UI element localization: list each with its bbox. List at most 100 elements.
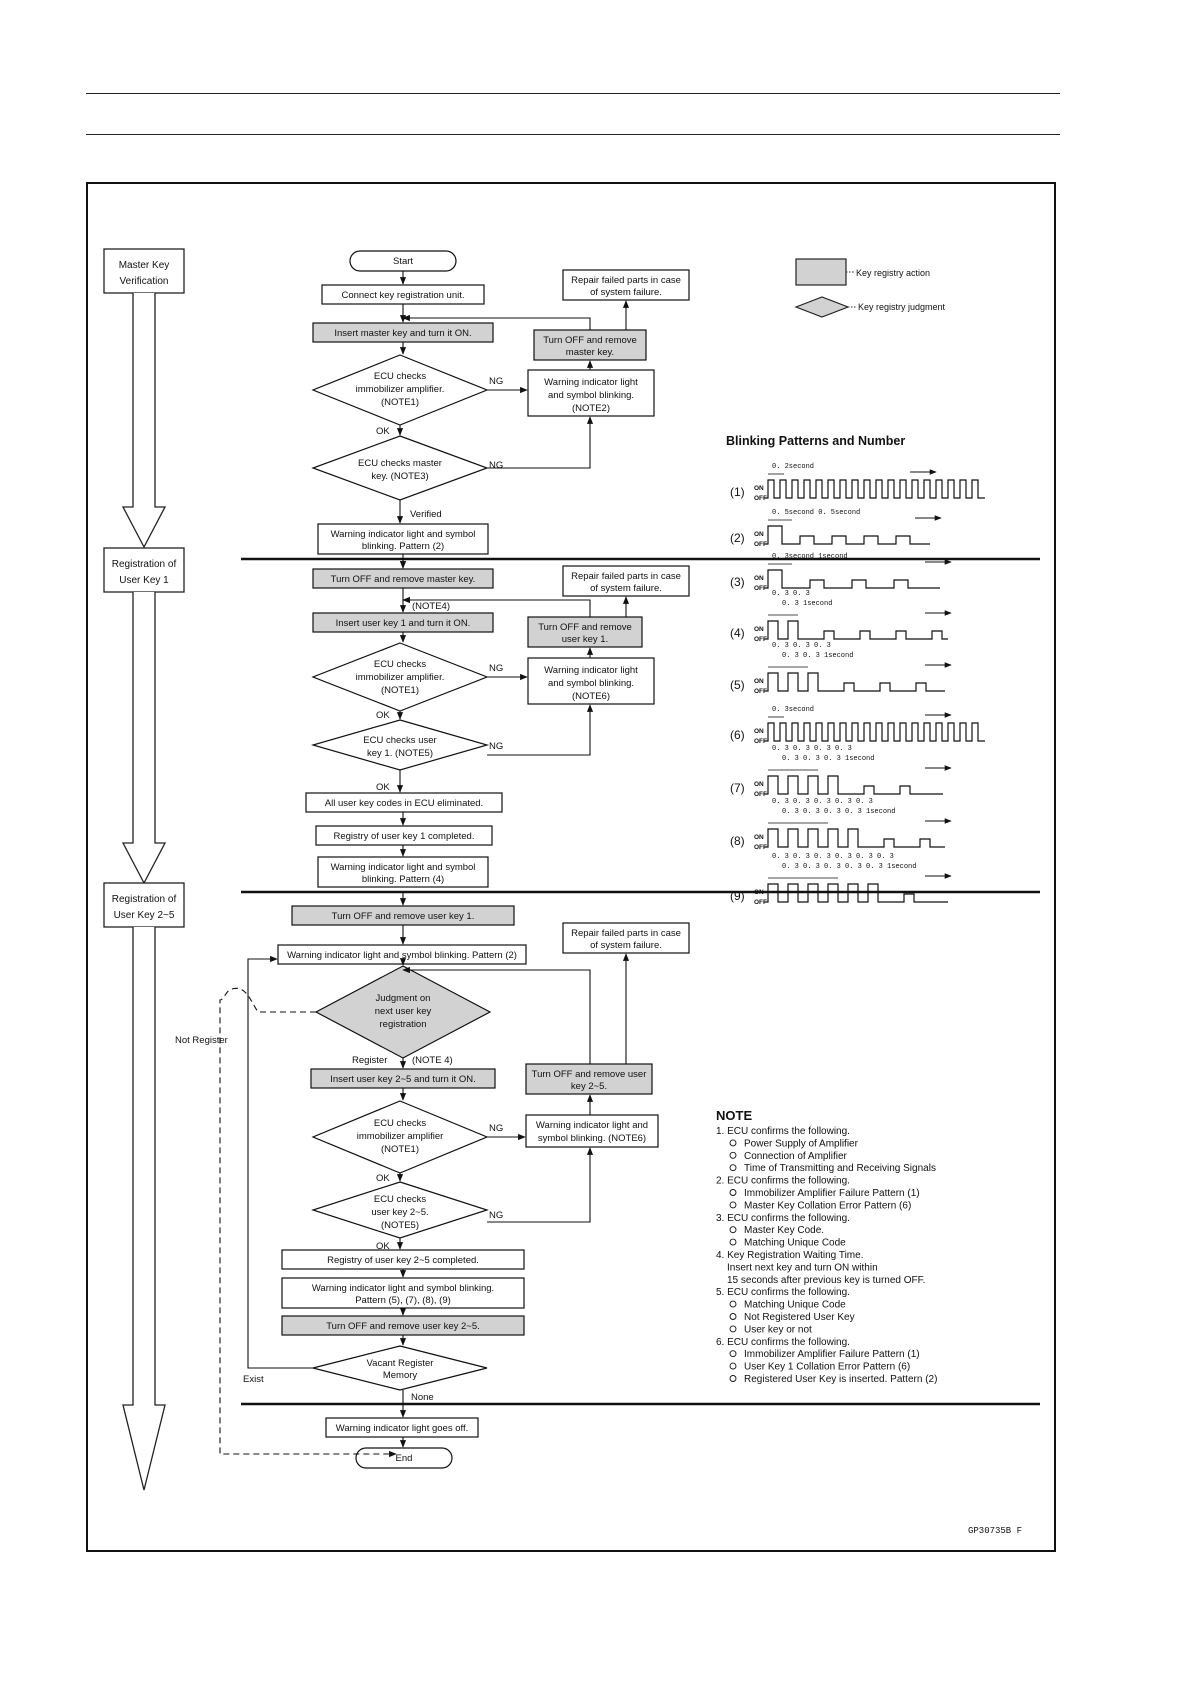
note-1-item: Power Supply of Amplifier (744, 1138, 859, 1149)
insert-user25-label: Insert user key 2~5 and turn it ON. (330, 1074, 475, 1085)
pattern-number: (5) (730, 678, 745, 692)
note-6-item: Immobilizer Amplifier Failure Pattern (1… (744, 1349, 920, 1360)
end-terminal (355, 1447, 453, 1469)
timing-label: 0. 3 0. 3 1second (782, 652, 853, 660)
waveform (764, 620, 948, 640)
connect-label: Connect key registration unit. (341, 290, 464, 301)
bullet-circle-icon (729, 1164, 737, 1172)
turn-off-user25-l2: key 2~5. (571, 1081, 607, 1092)
waveform (764, 883, 948, 903)
end-label: End (396, 1453, 413, 1464)
waveform (764, 569, 940, 589)
warn-ng-3-l1: Warning indicator light and (536, 1120, 648, 1131)
stage-box-user1 (103, 547, 185, 593)
stage-label-master-2: Verification (120, 276, 169, 287)
note-3-item: Master Key Code. (744, 1225, 824, 1236)
turn-off-user25-l1: Turn OFF and remove user (532, 1069, 647, 1080)
note-5-item: Not Registered User Key (744, 1312, 855, 1323)
warn-ng-1-l1: Warning indicator light (544, 377, 638, 388)
check-amp-1-l3: (NOTE1) (381, 397, 419, 408)
label-exist: Exist (243, 1374, 264, 1385)
repair-3-l2: of system failure. (590, 940, 662, 951)
off-label: OFF (754, 541, 767, 548)
bullet-circle-icon (729, 1226, 737, 1234)
note-6-head: 6. ECU confirms the following. (716, 1337, 850, 1348)
repair-1-l1: Repair failed parts in case (571, 275, 681, 286)
check-amp-1-l2: immobilizer amplifier. (356, 384, 445, 395)
pattern-number: (2) (730, 531, 745, 545)
on-label: ON (754, 626, 764, 633)
on-label: ON (754, 781, 764, 788)
check-user25-l2: user key 2~5. (371, 1207, 428, 1218)
timing-label: 0. 3 0. 3 0. 3 0. 3 0. 3 (772, 798, 873, 806)
header-rule-bottom (86, 134, 1060, 135)
on-label: ON (754, 728, 764, 735)
turn-off-user1-l2: user key 1. (562, 634, 608, 645)
bullet-circle-icon (729, 1189, 737, 1196)
warn-ng-1-l3: (NOTE2) (572, 403, 610, 414)
vacant-l1: Vacant Register (367, 1358, 434, 1369)
waveform (764, 525, 930, 545)
label-ng-3: NG (489, 663, 503, 674)
pattern-number: (6) (730, 728, 745, 742)
box-completed-1 (315, 825, 493, 846)
label-none: None (411, 1392, 434, 1403)
turn-off-user1-l1: Turn OFF and remove (538, 622, 632, 633)
check-amp-1-l1: ECU checks (374, 371, 427, 382)
check-user25-l1: ECU checks (374, 1194, 427, 1205)
bullet-circle-icon (729, 1151, 737, 1159)
waveform (764, 828, 945, 848)
vacant-l2: Memory (383, 1370, 418, 1381)
check-amp-2-l2: immobilizer amplifier. (356, 672, 445, 683)
note-3-head: 3. ECU confirms the following. (716, 1213, 850, 1224)
notes-title: NOTE (716, 1108, 752, 1123)
stage-column (103, 248, 185, 1491)
box-warn-verified (317, 523, 489, 555)
pattern-number: (7) (730, 781, 745, 795)
label-ok-3: OK (376, 782, 390, 793)
bullet-circle-icon (729, 1313, 737, 1320)
off-label: OFF (754, 844, 767, 851)
stage-label-user1-2: User Key 1 (119, 575, 169, 586)
timing-label: 0. 3second (772, 706, 814, 714)
box-warn-ng-1 (527, 369, 655, 417)
completed-25-label: Registry of user key 2~5 completed. (327, 1255, 479, 1266)
turn-off-final-label: Turn OFF and remove user key 2~5. (326, 1321, 480, 1332)
note-2-item: Master Key Collation Error Pattern (6) (744, 1200, 911, 1211)
note-5-item: Matching Unique Code (744, 1300, 846, 1311)
blinking-title: Blinking Patterns and Number (726, 434, 905, 448)
waveform (764, 775, 943, 795)
warn-ng-2-l2: and symbol blinking. (548, 678, 634, 689)
header-rule-top (86, 93, 1060, 94)
pattern-number: (8) (730, 834, 745, 848)
timing-label: 0. 3 0. 3 0. 3 (772, 642, 831, 650)
label-register: Register (352, 1055, 387, 1066)
bullet-circle-icon (729, 1201, 737, 1209)
waveform (764, 722, 985, 742)
label-note4-1: (NOTE4) (412, 601, 450, 612)
off-label: OFF (754, 585, 767, 592)
reference-code: GP30735B F (968, 1526, 1022, 1536)
off-label: OFF (754, 636, 767, 643)
check-user1-l2: key 1. (NOTE5) (367, 748, 433, 759)
box-goes-off (325, 1417, 479, 1438)
timing-label: 0. 3 0. 3 0. 3 0. 3 0. 3 0. 3 (772, 853, 894, 861)
warn-verified-l2: blinking. Pattern (2) (362, 541, 444, 552)
box-repair-3 (562, 922, 690, 954)
diamond-vacant (312, 1345, 488, 1391)
pattern-number: (3) (730, 575, 745, 589)
insert-master-label: Insert master key and turn it ON. (334, 328, 471, 339)
stage-box-user25 (103, 882, 185, 928)
timing-label: 0. 5second 0. 5second (772, 509, 860, 517)
legend-action-label: Key registry action (856, 268, 930, 278)
label-ok-1: OK (376, 426, 390, 437)
note-1-item: Connection of Amplifier (744, 1151, 848, 1162)
label-ok-5: OK (376, 1241, 390, 1252)
label-ng-4: NG (489, 741, 503, 752)
figure-frame (86, 182, 1056, 1552)
legend-action-swatch (795, 258, 847, 286)
timing-label: 0. 3 0. 3 0. 3 0. 3 0. 3 1second (782, 863, 916, 871)
turn-off-master-1-l2: master key. (566, 347, 614, 358)
